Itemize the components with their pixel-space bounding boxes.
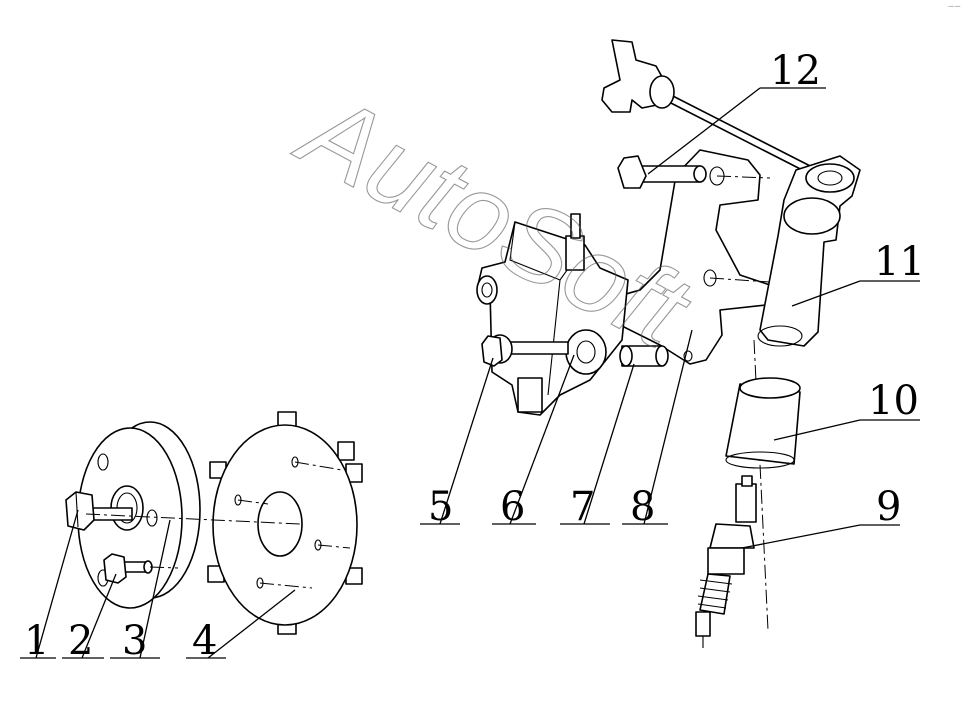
callout-8: 8	[630, 484, 655, 530]
hex-bolt	[65, 485, 144, 531]
ignition-cable	[601, 39, 861, 347]
callout-7: 7	[570, 484, 595, 530]
small-bolt	[103, 553, 153, 584]
mounting-bracket	[604, 149, 771, 365]
ignition-coil	[476, 213, 629, 416]
toothed-plate	[207, 411, 363, 635]
callout-5: 5	[428, 484, 453, 530]
corner-mark: ‒‒	[948, 1, 961, 12]
callout-3: 3	[122, 618, 147, 664]
center-line	[85, 513, 301, 525]
callout-1: 1	[24, 618, 49, 664]
callout-9: 9	[876, 484, 901, 530]
protective-tube	[725, 377, 801, 469]
leader-lines	[20, 87, 920, 659]
callout-10: 10	[868, 378, 919, 424]
callout-4: 4	[192, 618, 217, 664]
bracket-bolt	[617, 155, 707, 189]
sleeve	[619, 345, 669, 367]
callout-11: 11	[874, 239, 925, 285]
callout-2: 2	[68, 618, 93, 664]
callout-numbers: 1 2 3 4 5 6 7 8 9 10 11 12	[24, 48, 925, 664]
callout-12: 12	[770, 48, 821, 94]
spark-plug	[695, 475, 757, 648]
callout-6: 6	[500, 484, 525, 530]
coil-bolt	[481, 334, 569, 367]
